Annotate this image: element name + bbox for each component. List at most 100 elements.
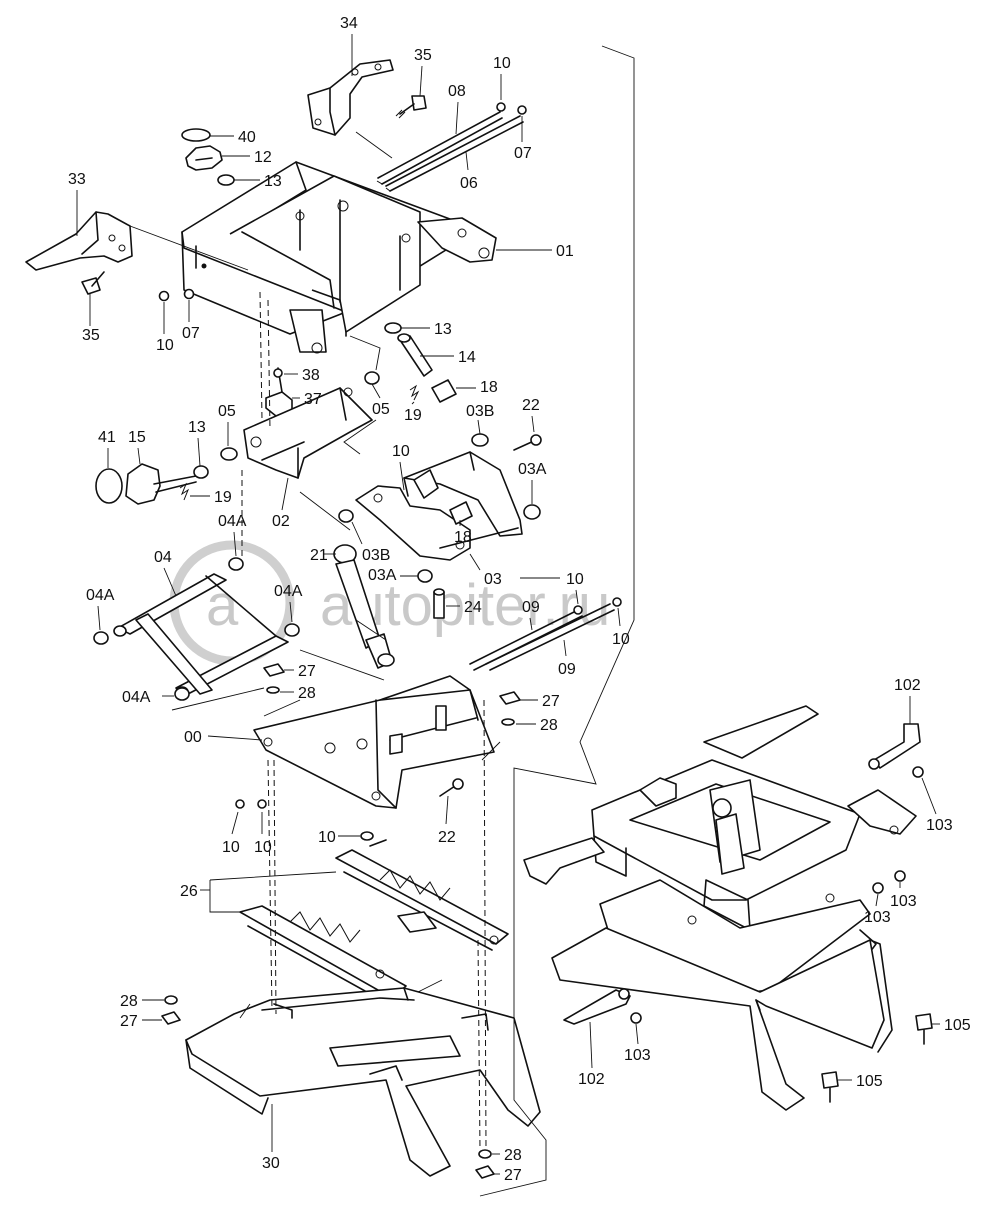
callout-08: 08	[448, 83, 466, 100]
bushing-04A-b	[284, 623, 300, 637]
knob-12	[185, 145, 223, 171]
callout-22-bottom: 22	[438, 829, 456, 846]
callout-10-base-b: 10	[254, 839, 272, 856]
rails-26	[239, 839, 509, 1007]
callout-24: 24	[464, 599, 482, 616]
callout-09-top: 09	[522, 599, 540, 616]
callout-103-b: 103	[864, 909, 891, 926]
washers-10-base	[235, 799, 374, 841]
bolt-38	[273, 367, 283, 393]
bushing-04A-c	[93, 631, 109, 645]
callout-04: 04	[154, 549, 172, 566]
callout-00: 00	[184, 729, 202, 746]
callout-27-mid-left: 27	[298, 663, 316, 680]
assembled-seat-suspension	[523, 705, 917, 1111]
callout-33: 33	[68, 171, 86, 188]
nut-27-mid-right	[499, 691, 521, 705]
callout-03A-mid: 03A	[368, 567, 397, 584]
mount-02	[243, 387, 373, 479]
callout-38: 38	[302, 367, 320, 384]
callout-04A-d: 04A	[122, 689, 151, 706]
callout-105-b: 105	[856, 1073, 883, 1090]
callout-28-left: 28	[120, 993, 138, 1010]
callout-15: 15	[128, 429, 146, 446]
callout-40: 40	[238, 129, 256, 146]
callout-05-right: 05	[372, 401, 390, 418]
callout-03: 03	[484, 571, 502, 588]
callout-05-left: 05	[218, 403, 236, 420]
washer-28-mid-right	[501, 718, 515, 726]
cover-41	[95, 468, 123, 504]
assembly-separator	[479, 45, 635, 1197]
callout-04A-c: 04A	[274, 583, 303, 600]
bushing-03A-right	[523, 504, 541, 520]
spring-19-top	[409, 384, 420, 401]
callout-35-left: 35	[82, 327, 100, 344]
callout-07-top: 07	[514, 145, 532, 162]
bushing-05-left	[220, 447, 238, 461]
bolts-105	[821, 1013, 933, 1103]
callout-14: 14	[458, 349, 476, 366]
lower-arm-04	[113, 573, 289, 698]
callout-35-top: 35	[414, 47, 432, 64]
callout-21: 21	[310, 547, 328, 564]
bushing-04A-a	[228, 557, 244, 571]
callout-102-top: 102	[894, 677, 921, 694]
bushing-13-top	[217, 174, 235, 186]
bushing-18-mid	[449, 501, 473, 525]
callout-27-bottom: 27	[504, 1167, 522, 1184]
callout-18-top: 18	[480, 379, 498, 396]
callout-10-base-a: 10	[222, 839, 240, 856]
washer-28-mid-left	[266, 686, 280, 694]
washers-103	[630, 766, 924, 1024]
bracket-34	[307, 59, 394, 136]
bracket-33	[25, 211, 133, 271]
bushing-03A-left	[417, 569, 433, 583]
callout-13-left: 13	[188, 419, 206, 436]
callout-19-left: 19	[214, 489, 232, 506]
callout-06: 06	[460, 175, 478, 192]
bolt-22-top	[513, 434, 542, 451]
rods-08-06	[376, 102, 527, 192]
callout-103-d: 103	[624, 1047, 651, 1064]
spring-19-left	[179, 482, 190, 501]
callout-37: 37	[304, 391, 322, 408]
connection-lines	[129, 131, 560, 1019]
callout-103-a: 103	[926, 817, 953, 834]
bushing-03B-top	[471, 433, 489, 447]
pin-14	[397, 333, 433, 377]
callout-22-top: 22	[522, 397, 540, 414]
callout-01: 01	[556, 243, 574, 260]
callout-10-mid: 10	[392, 443, 410, 460]
arm-03	[355, 451, 523, 561]
lever-102-top	[868, 723, 921, 770]
bushing-13-left	[193, 465, 209, 479]
fasteners-27-28-left	[161, 995, 181, 1025]
callout-41: 41	[98, 429, 116, 446]
bushing-13-mid	[384, 322, 402, 334]
bushing-05-right	[364, 371, 380, 385]
callout-07-left: 07	[182, 325, 200, 342]
bolt-35-left	[81, 271, 105, 295]
callout-12: 12	[254, 149, 272, 166]
bolt-35-top	[395, 95, 427, 119]
bolt-22-bottom	[439, 778, 464, 797]
callout-02: 02	[272, 513, 290, 530]
callout-03B-top: 03B	[466, 403, 494, 420]
callout-09-bottom: 09	[558, 661, 576, 678]
bushing-03B-left	[338, 509, 354, 523]
callout-10-left: 10	[156, 337, 174, 354]
callout-04A-a: 04A	[218, 513, 247, 530]
callout-13-top: 13	[264, 173, 282, 190]
callout-04A-b: 04A	[86, 587, 115, 604]
callout-103-c: 103	[890, 893, 917, 910]
callout-27-mid-right: 27	[542, 693, 560, 710]
callout-28-mid-right: 28	[540, 717, 558, 734]
callout-28-bottom: 28	[504, 1147, 522, 1164]
callout-13-mid: 13	[434, 321, 452, 338]
callout-10-rod-a: 10	[566, 571, 584, 588]
callout-10-base-c: 10	[318, 829, 336, 846]
cap-40	[181, 128, 211, 142]
callout-26: 26	[180, 883, 198, 900]
nut-27-mid-left	[263, 663, 285, 677]
